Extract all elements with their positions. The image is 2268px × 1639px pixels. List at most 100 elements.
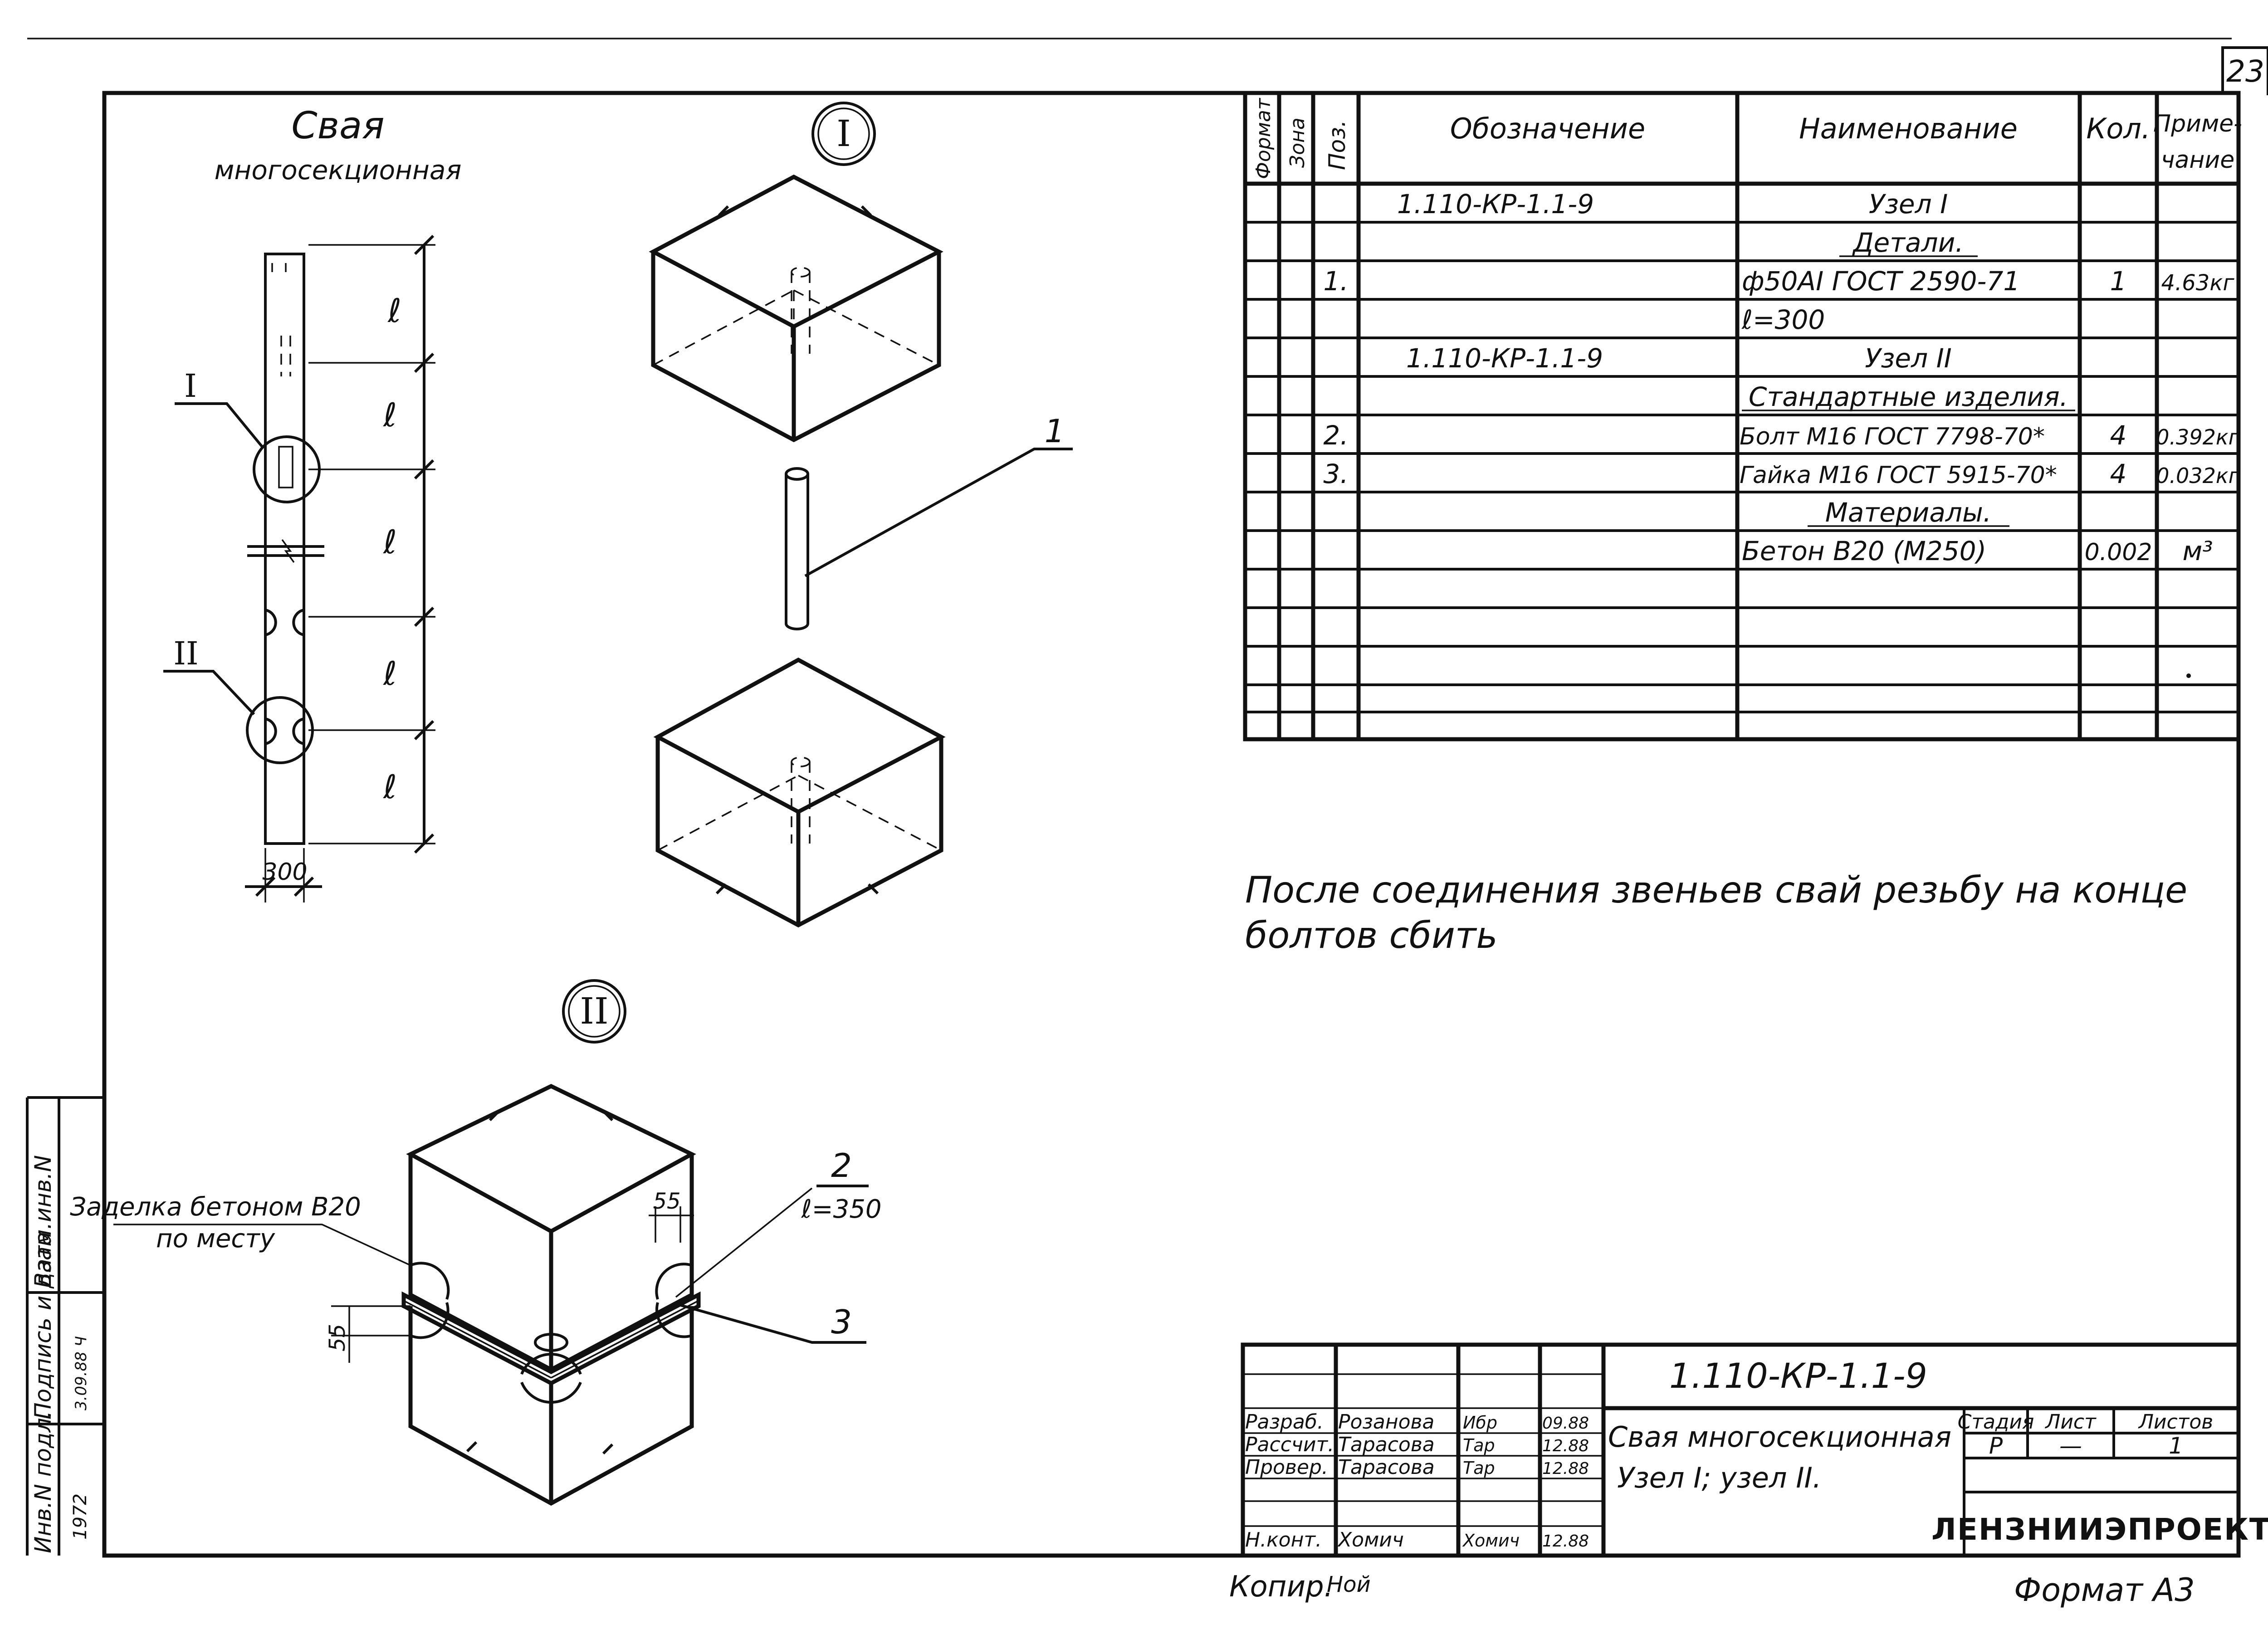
person-date: 09.88 bbox=[1542, 1414, 1589, 1433]
dim-tick bbox=[255, 876, 276, 897]
col-header-note-line2: чание bbox=[2161, 146, 2234, 174]
spec-row-7: 2. Болт М16 ГОСТ 7798-70* 4 0.392кг bbox=[1323, 420, 2239, 451]
upper-block-sides bbox=[651, 252, 941, 443]
upper-block-bottom-face bbox=[649, 174, 943, 329]
grout-note-leader bbox=[113, 1224, 411, 1266]
role-label: Рассчит. bbox=[1245, 1433, 1334, 1456]
person-signature: Хомич bbox=[1462, 1531, 1520, 1551]
row-name: Бетон В20 (М250) bbox=[1742, 536, 1986, 566]
grout-pocket bbox=[520, 1352, 582, 1375]
spec-row-10: Бетон В20 (М250) 0.002 м³ bbox=[1742, 536, 2213, 566]
row-quantity: 1 bbox=[2110, 266, 2127, 297]
lower-block-top-face bbox=[653, 657, 946, 815]
row-designation: 1.110-КР-1.1-9 bbox=[1397, 189, 1594, 220]
person-name: Тарасова bbox=[1338, 1433, 1435, 1456]
detail-i-marker: I bbox=[836, 112, 851, 155]
node-i-detail bbox=[278, 446, 293, 488]
detail-i-marker-inner bbox=[817, 107, 870, 160]
sheets-value: 1 bbox=[2169, 1433, 2183, 1459]
row-position: 3. bbox=[1323, 459, 1348, 489]
role-label: Н.конт. bbox=[1245, 1528, 1322, 1551]
person-signature: Тар bbox=[1463, 1435, 1495, 1455]
break-mark bbox=[602, 1443, 614, 1455]
binding-label-signature-date: Подпись и дата bbox=[30, 1232, 56, 1419]
grout-pocket bbox=[410, 1302, 450, 1339]
grout-pocket bbox=[410, 1262, 450, 1300]
spec-row-8: 3. Гайка М16 ГОСТ 5915-70* 4 0.032кг bbox=[1323, 459, 2239, 489]
sheet-value: — bbox=[2059, 1433, 2082, 1459]
grout-note-line1: Заделка бетоном В20 bbox=[70, 1192, 361, 1222]
joint-weld-mark bbox=[265, 609, 277, 636]
spec-row-3: 1. ф50АI ГОСТ 2590-71 1 4.63кг bbox=[1323, 266, 2234, 297]
sheets-header: Листов bbox=[2138, 1410, 2213, 1434]
bolt-hole-hidden-top bbox=[791, 756, 811, 767]
break-mark bbox=[602, 1110, 614, 1122]
detail-ii-marker-inner bbox=[568, 985, 621, 1038]
col-header-zone: Зона bbox=[1286, 117, 1309, 168]
person-signature: Ибр bbox=[1463, 1413, 1497, 1433]
row-name: ℓ=300 bbox=[1741, 304, 1825, 335]
break-mark bbox=[860, 205, 872, 217]
person-name: Тарасова bbox=[1338, 1456, 1435, 1479]
spec-table-row-lines bbox=[1245, 221, 2239, 713]
row-section: Материалы. bbox=[1825, 497, 1991, 528]
person-date: 12.88 bbox=[1542, 1532, 1589, 1551]
row-quantity: 4 bbox=[2110, 459, 2127, 489]
drawing-title-line1: Свая многосекционная bbox=[1608, 1420, 1951, 1454]
stage-header: Стадия bbox=[1958, 1410, 2034, 1434]
binding-label-replace-inv: Взам.инв.N bbox=[30, 1155, 56, 1288]
dim-tick bbox=[414, 352, 435, 373]
format-label: Формат А3 bbox=[2014, 1571, 2195, 1609]
node-i-mark: I bbox=[184, 367, 197, 405]
row-section: Стандартные изделия. bbox=[1749, 381, 2068, 412]
segment-length-label: ℓ bbox=[382, 654, 397, 693]
nut-leader bbox=[675, 1302, 866, 1344]
detail-ii-marker-circle bbox=[562, 979, 626, 1044]
drawing-title-line2: Узел I; узел II. bbox=[1617, 1461, 1822, 1494]
dowel-bar-top bbox=[785, 467, 809, 481]
row-quantity: 4 bbox=[2110, 420, 2127, 451]
binding-inv-number: 1972 bbox=[70, 1493, 91, 1540]
break-mark bbox=[715, 883, 727, 895]
segment-length-label: ℓ bbox=[382, 768, 397, 806]
row-name: Узел I bbox=[1869, 189, 1948, 220]
document-code: 1.110-КР-1.1-9 bbox=[1669, 1356, 1927, 1396]
dim-tick bbox=[414, 459, 435, 480]
sheet-header: Лист bbox=[2044, 1410, 2097, 1434]
person-name: Хомич bbox=[1337, 1528, 1404, 1551]
title-block-grid bbox=[1243, 1345, 2239, 1556]
lower-block-hidden-edge bbox=[657, 775, 799, 851]
spec-row-9: Материалы. bbox=[1808, 497, 2009, 528]
drawing-frame bbox=[102, 91, 2241, 1558]
detail-ii-marker: II bbox=[580, 990, 608, 1032]
dowel-position-label: 1 bbox=[1045, 413, 1065, 450]
dim-tick bbox=[414, 606, 435, 627]
bolt-head bbox=[534, 1333, 568, 1352]
upper-block-hidden-edge bbox=[653, 289, 794, 366]
plate-leader bbox=[675, 1187, 813, 1298]
spec-table-column-lines bbox=[1277, 93, 2159, 739]
row-position: 1. bbox=[1323, 266, 1348, 297]
nut-position-label: 3 bbox=[831, 1303, 852, 1341]
binding-label-inv-original: Инв.N подл. bbox=[30, 1411, 56, 1553]
dim-55-label: 55 bbox=[653, 1189, 680, 1214]
dim-tick bbox=[414, 833, 435, 854]
organization-name: ЛЕНЗНИИЭПРОЕКТ bbox=[1931, 1512, 2268, 1547]
col-header-name: Наименование bbox=[1799, 112, 2018, 145]
detail-i-marker-circle bbox=[811, 102, 876, 166]
col-header-quantity: Кол. bbox=[2086, 112, 2150, 145]
title-block-frame bbox=[1241, 1342, 2241, 1558]
pile-width-label: 300 bbox=[262, 859, 307, 886]
dim-tick bbox=[293, 876, 314, 897]
break-mark bbox=[867, 883, 879, 895]
general-note-line2: болтов сбить bbox=[1245, 914, 1498, 956]
role-label: Разраб. bbox=[1245, 1410, 1324, 1434]
spec-row-6: Стандартные изделия. bbox=[1742, 381, 2075, 412]
person-date: 12.88 bbox=[1542, 1437, 1589, 1455]
joint-weld-mark bbox=[265, 717, 277, 745]
copied-label: Копир. bbox=[1229, 1570, 1333, 1604]
copied-signature: Ной bbox=[1327, 1572, 1371, 1597]
row-note: м³ bbox=[2182, 536, 2213, 566]
break-mark bbox=[489, 1110, 500, 1122]
